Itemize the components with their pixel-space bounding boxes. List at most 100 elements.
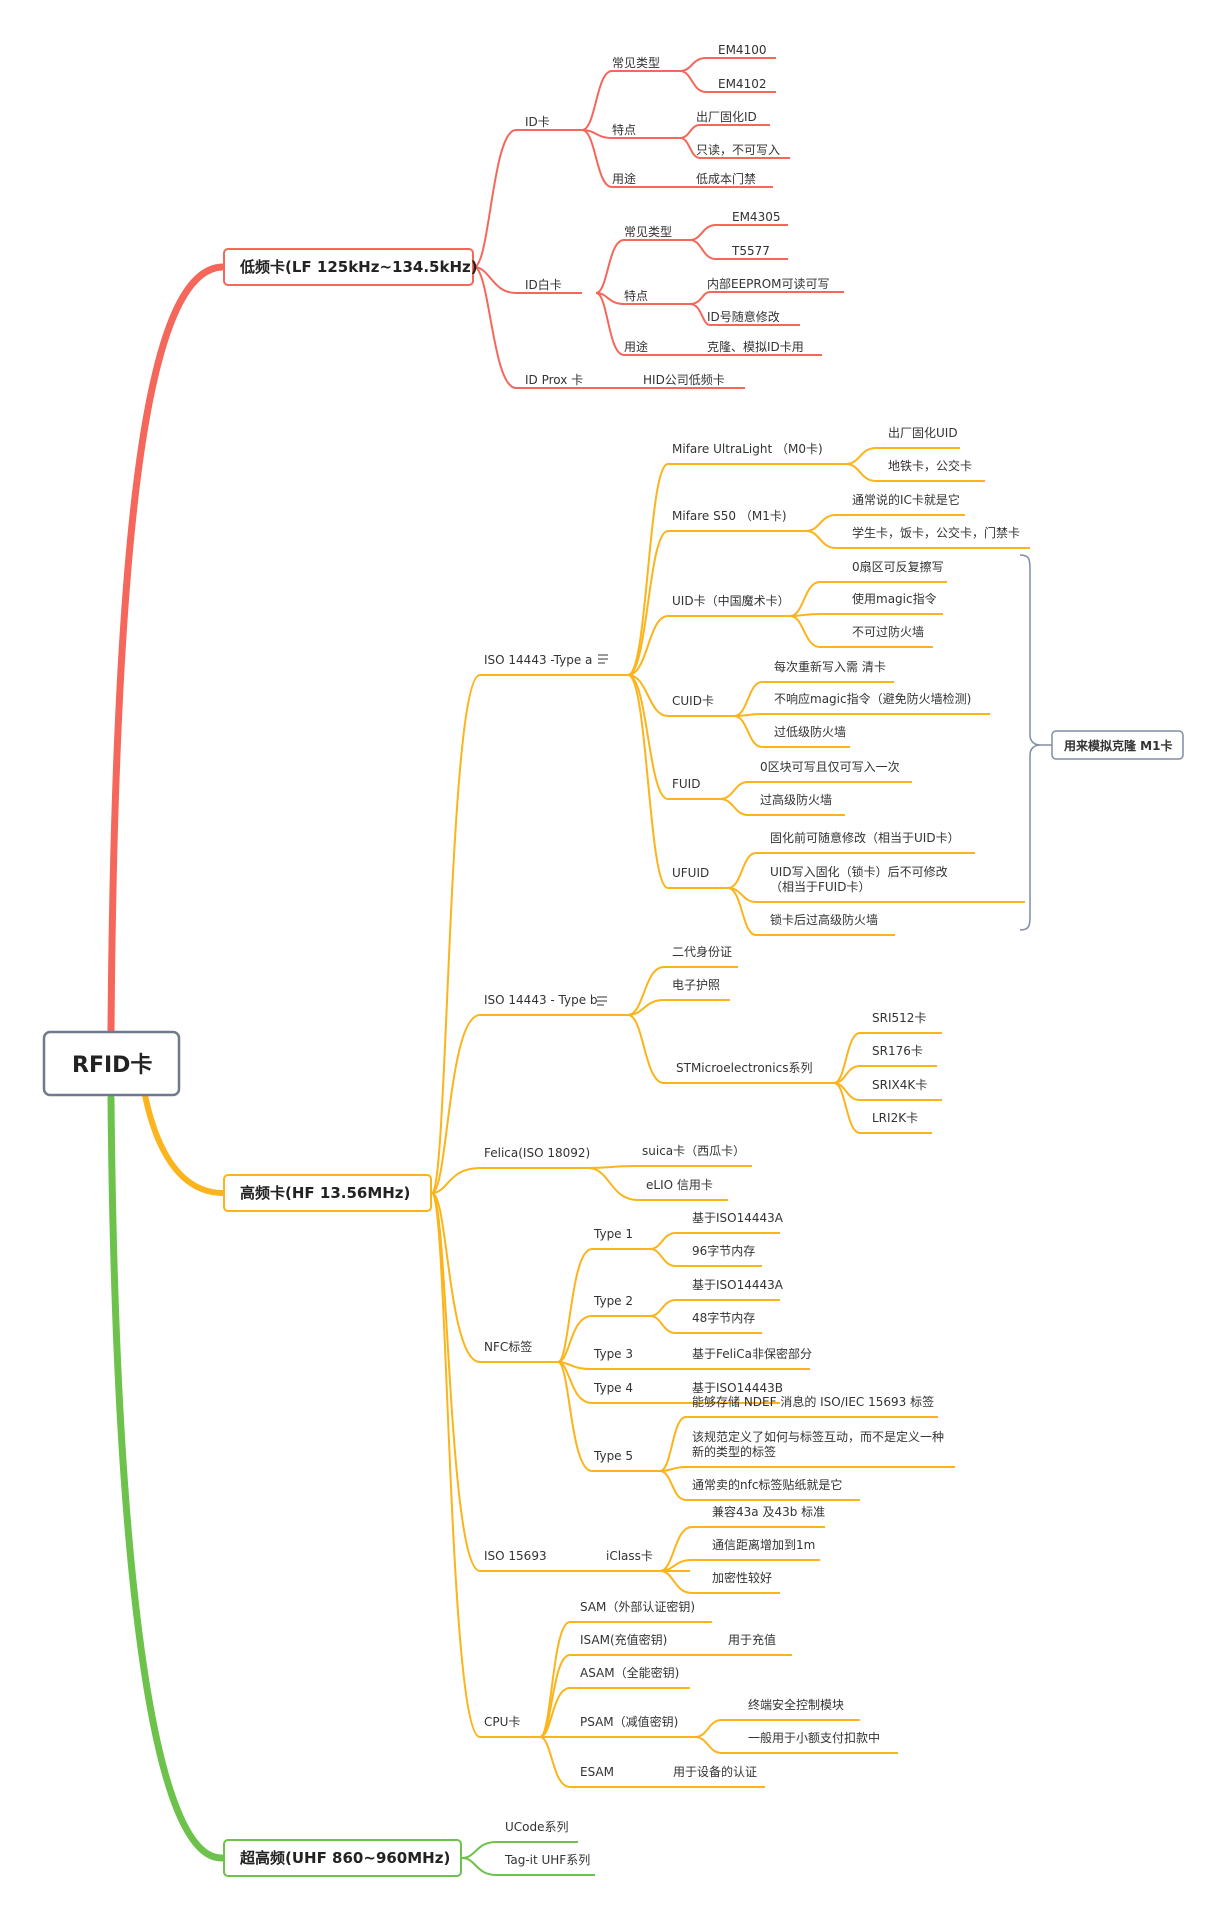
- hf-s50: Mifare S50 （M1卡): [672, 509, 787, 523]
- clone-note-label: 用来模拟克隆 M1卡: [1063, 738, 1172, 753]
- hf-t4: Type 4: [593, 1381, 633, 1395]
- hf-t5b1: 该规范定义了如何与标签互动，而不是定义一种: [692, 1429, 944, 1444]
- hf-felica: Felica(ISO 18092): [484, 1146, 590, 1160]
- lf-idw-feat1: 内部EEPROM可读可写: [707, 276, 830, 291]
- hf-isam1: 用于充值: [728, 1632, 776, 1647]
- hf-cuid: CUID卡: [672, 694, 714, 708]
- hf-nfc: NFC标签: [484, 1339, 532, 1354]
- lf-id-feature: 特点: [612, 122, 636, 137]
- lf-em4305: EM4305: [732, 210, 780, 224]
- hf-t3a: 基于FeliCa非保密部分: [692, 1346, 812, 1361]
- lf-id-card: ID卡: [525, 115, 550, 129]
- hf-s50-2: 学生卡，饭卡，公交卡，门禁卡: [852, 525, 1020, 540]
- lf-em4102: EM4102: [718, 77, 766, 91]
- hf-t3: Type 3: [593, 1347, 633, 1361]
- hf-t2b: 48字节内存: [692, 1310, 755, 1325]
- hf-ul2: 地铁卡，公交卡: [888, 458, 972, 473]
- notes-icon[interactable]: [597, 996, 607, 1006]
- hf-uid: UID卡（中国魔术卡）: [672, 593, 790, 608]
- hf-t4a: 基于ISO14443B: [692, 1381, 783, 1395]
- hf-uid1: 0扇区可反复擦写: [852, 559, 944, 574]
- hf-fuid: FUID: [672, 777, 700, 791]
- hf-elio: eLIO 信用卡: [646, 1178, 713, 1192]
- hf-ic2: 通信距离增加到1m: [712, 1537, 815, 1552]
- hf-tb2: 电子护照: [672, 978, 720, 992]
- hf-t1: Type 1: [593, 1227, 633, 1241]
- hf-t5c: 通常卖的nfc标签贴纸就是它: [692, 1477, 842, 1492]
- hf-title: 高频卡(HF 13.56MHz): [240, 1184, 410, 1202]
- uhf-ucode: UCode系列: [505, 1820, 569, 1834]
- hf-ufuid: UFUID: [672, 866, 709, 880]
- hf-t1a: 基于ISO14443A: [692, 1211, 784, 1225]
- lf-idw-feat2: ID号随意修改: [707, 309, 780, 324]
- lf-prox: ID Prox 卡: [525, 373, 583, 387]
- hf-ufuid2a: UID写入固化（锁卡）后不可修改: [770, 864, 948, 879]
- hf-sam: SAM（外部认证密钥): [580, 1599, 695, 1614]
- hf-ic3: 加密性较好: [712, 1570, 772, 1585]
- hf-ufuid2b: （相当于FUID卡）: [770, 880, 870, 894]
- hf-esam1: 用于设备的认证: [673, 1764, 757, 1779]
- uhf-title: 超高频(UHF 860~960MHz): [239, 1849, 450, 1867]
- hf-asam: ASAM（全能密钥): [580, 1665, 679, 1680]
- lf-id-types: 常见类型: [612, 56, 660, 70]
- hf-suica: suica卡（西瓜卡）: [642, 1144, 745, 1158]
- hf-t5a: 能够存储 NDEF 消息的 ISO/IEC 15693 标签: [692, 1394, 934, 1409]
- lf-title: 低频卡(LF 125kHz~134.5kHz): [239, 258, 478, 276]
- hf-ic1: 兼容43a 及43b 标准: [712, 1504, 825, 1519]
- lf-branch: [473, 57, 844, 389]
- lf-node-box[interactable]: [223, 248, 474, 286]
- hf-psam1: 终端安全控制模块: [748, 1697, 844, 1712]
- lf-idw-types: 常见类型: [624, 225, 672, 239]
- lf-labels: ID卡 常见类型 EM4100 EM4102 特点 出厂固化ID 只读，不可写入…: [525, 43, 830, 387]
- hf-t2: Type 2: [593, 1294, 633, 1308]
- lf-id-feat1: 出厂固化ID: [696, 110, 757, 124]
- hf-cuid1: 每次重新写入需 清卡: [774, 659, 886, 674]
- hf-ufuid1: 固化前可随意修改（相当于UID卡）: [770, 830, 960, 845]
- hf-srix4k: SRIX4K卡: [872, 1078, 927, 1092]
- hf-uid3: 不可过防火墙: [852, 624, 924, 639]
- lf-idw-use1: 克隆、模拟ID卡用: [707, 339, 804, 354]
- hf-t1b: 96字节内存: [692, 1243, 755, 1258]
- hf-labels: ISO 14443 -Type a Mifare UltraLight （M0卡…: [484, 426, 1020, 1779]
- hf-sr176: SR176卡: [872, 1044, 923, 1058]
- hf-tb1: 二代身份证: [672, 944, 732, 959]
- lf-idw-feature: 特点: [624, 288, 648, 303]
- hf-typea: ISO 14443 -Type a: [484, 653, 592, 667]
- hf-sri512: SRI512卡: [872, 1011, 926, 1025]
- hf-t2a: 基于ISO14443A: [692, 1278, 784, 1292]
- hf-psam2: 一般用于小额支付扣款中: [748, 1730, 880, 1745]
- hf-stm: STMicroelectronics系列: [676, 1061, 812, 1075]
- root-node-box[interactable]: [42, 1030, 181, 1097]
- hf-branch: [431, 447, 1030, 1788]
- hf-esam: ESAM: [580, 1765, 614, 1779]
- hf-s50-1: 通常说的IC卡就是它: [852, 492, 960, 507]
- lf-id-feat2: 只读，不可写入: [696, 143, 780, 157]
- hf-uid2: 使用magic指令: [852, 591, 937, 606]
- hf-isam: ISAM(充值密钥): [580, 1632, 667, 1647]
- hf-iclass: iClass卡: [606, 1549, 653, 1563]
- lf-id-use: 用途: [612, 171, 636, 186]
- hf-fuid1: 0区块可写且仅可写入一次: [760, 760, 900, 774]
- lf-idw-card: ID白卡: [525, 277, 562, 292]
- lf-id-use1: 低成本门禁: [696, 171, 756, 186]
- hf-ufuid3: 锁卡后过高级防火墙: [770, 912, 878, 927]
- hf-node-box[interactable]: [223, 1174, 432, 1212]
- uhf-branch: [461, 1841, 595, 1876]
- hf-lri2k: LRI2K卡: [872, 1111, 918, 1125]
- clone-summary-bracket: [1019, 554, 1041, 931]
- lf-prox1: HID公司低频卡: [643, 373, 725, 387]
- hf-iso15693: ISO 15693: [484, 1549, 547, 1563]
- hf-fuid2: 过高级防火墙: [760, 792, 832, 807]
- lf-em4100: EM4100: [718, 43, 766, 57]
- clone-note-box[interactable]: [1051, 730, 1184, 760]
- notes-icon[interactable]: [598, 654, 608, 664]
- hf-t5b2: 新的类型的标签: [692, 1444, 776, 1459]
- lf-t5577: T5577: [731, 244, 770, 258]
- hf-typeb: ISO 14443 - Type b: [484, 993, 598, 1007]
- lf-idw-use: 用途: [624, 339, 648, 354]
- hf-cuid3: 过低级防火墙: [774, 724, 846, 739]
- uhf-node-box[interactable]: [223, 1839, 462, 1877]
- hf-cpu: CPU卡: [484, 1715, 520, 1729]
- hf-cuid2: 不响应magic指令（避免防火墙检测): [774, 691, 971, 706]
